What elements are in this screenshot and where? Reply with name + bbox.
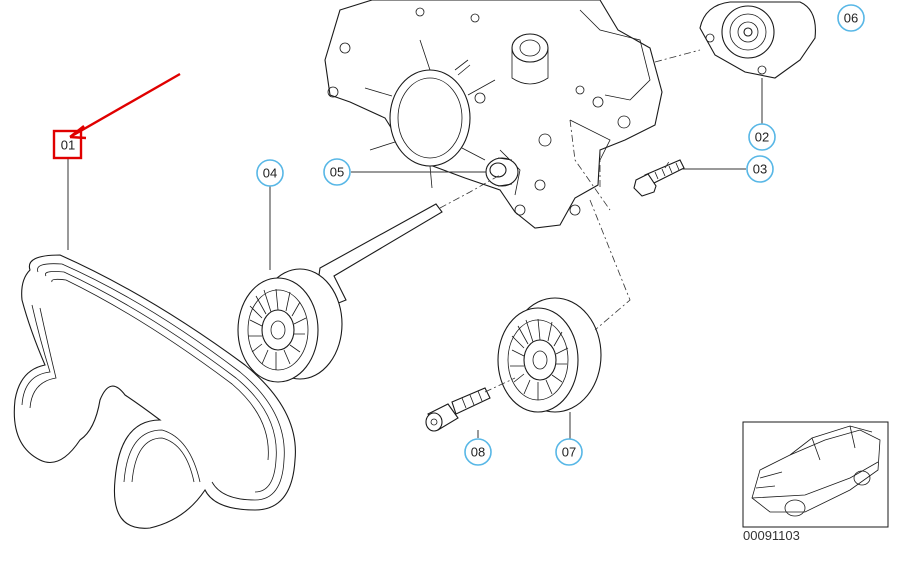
callout-04[interactable]: 04 xyxy=(256,159,284,187)
callout-label-01: 01 xyxy=(61,138,75,153)
callout-01[interactable]: 01 xyxy=(52,129,83,160)
hex-bolt-short xyxy=(633,159,685,197)
leader-lines xyxy=(67,78,763,439)
engine-housing xyxy=(324,0,663,229)
socket-head-bolt xyxy=(425,387,491,432)
highlight-box xyxy=(52,129,83,160)
spacer-sleeve xyxy=(485,157,519,187)
vehicle-thumbnail xyxy=(742,421,889,528)
ribbed-v-belt xyxy=(13,254,296,529)
idler-pulley-with-bracket xyxy=(237,203,443,383)
idler-pulley xyxy=(497,297,602,413)
highlight-arrow xyxy=(69,72,181,140)
drawing-code: 00091103 xyxy=(743,528,800,543)
callout-05[interactable]: 05 xyxy=(323,158,351,186)
callout-07[interactable]: 07 xyxy=(555,438,583,466)
callout-03[interactable]: 03 xyxy=(746,155,774,183)
belt-tensioner xyxy=(699,1,816,79)
callout-08[interactable]: 08 xyxy=(464,438,492,466)
assembly-lines xyxy=(439,49,701,393)
callout-06[interactable]: 06 xyxy=(837,4,865,32)
callout-02[interactable]: 02 xyxy=(748,123,776,151)
